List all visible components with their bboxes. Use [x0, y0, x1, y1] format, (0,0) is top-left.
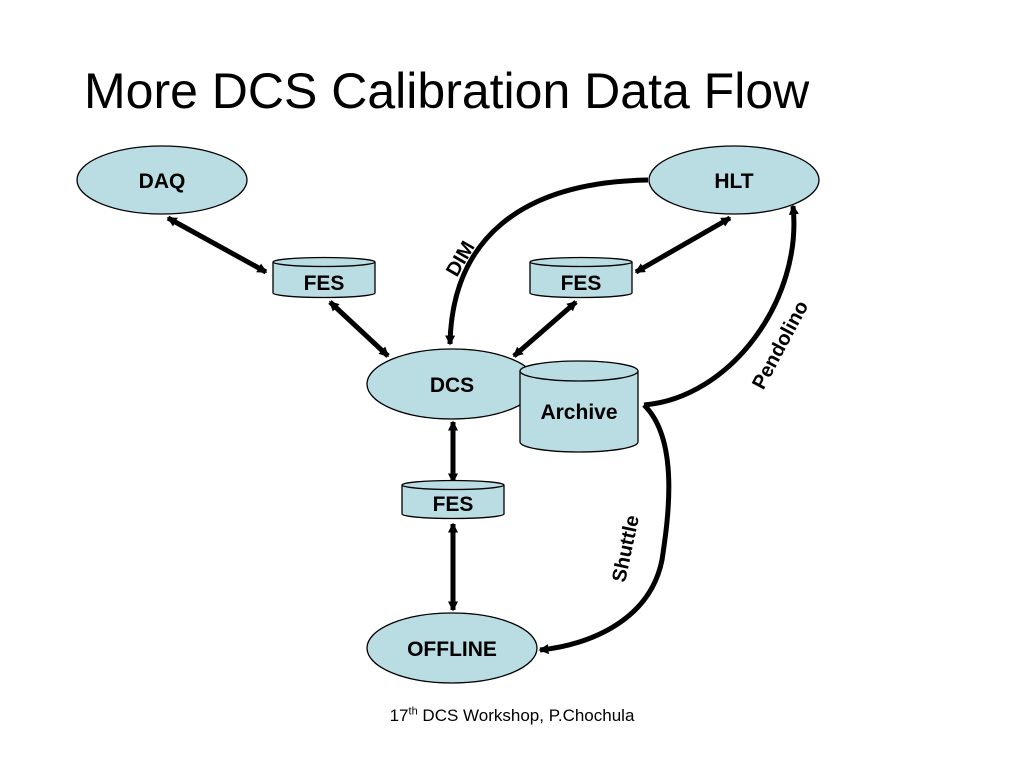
dim-curve-arrow — [445, 177, 649, 346]
page-title: More DCS Calibration Data Flow — [84, 63, 810, 119]
node-offline[interactable]: OFFLINE — [366, 612, 538, 684]
hlt-fes-arrow — [634, 215, 732, 275]
fes-right-cylinder[interactable]: FES — [529, 256, 633, 299]
footer-text: DCS Workshop, P.Chochula — [417, 706, 635, 725]
shuttle-curve-arrow — [538, 403, 672, 655]
node-hlt-label: HLT — [714, 170, 753, 193]
fes-bottom-label: FES — [433, 493, 474, 516]
node-hlt[interactable]: HLT — [648, 145, 820, 215]
node-dcs-label: DCS — [430, 374, 474, 397]
node-offline-label: OFFLINE — [407, 638, 497, 661]
footer: 17th DCS Workshop, P.Chochula — [0, 706, 1024, 726]
archive-label: Archive — [540, 401, 617, 424]
fes-dcs-right-arrow — [512, 300, 578, 358]
connectors — [166, 177, 799, 655]
pendolino-label: Pendolino — [748, 297, 813, 393]
footer-number: 17 — [389, 706, 409, 725]
shuttle-label: Shuttle — [608, 513, 644, 584]
node-daq-label: DAQ — [139, 170, 186, 193]
pendolino-curve-arrow — [643, 204, 799, 408]
fes-left-cylinder[interactable]: FES — [272, 256, 376, 299]
fes-bottom-cylinder[interactable]: FES — [401, 479, 505, 520]
node-daq[interactable]: DAQ — [76, 145, 248, 215]
fes-right-label: FES — [561, 272, 602, 295]
node-dcs[interactable]: DCS — [366, 348, 538, 420]
footer-ordinal: th — [408, 705, 418, 718]
fes-dcs-arrow — [328, 300, 390, 358]
archive-cylinder[interactable]: Archive — [519, 360, 639, 453]
fes-left-label: FES — [304, 272, 345, 295]
daq-fes-arrow — [166, 215, 268, 275]
